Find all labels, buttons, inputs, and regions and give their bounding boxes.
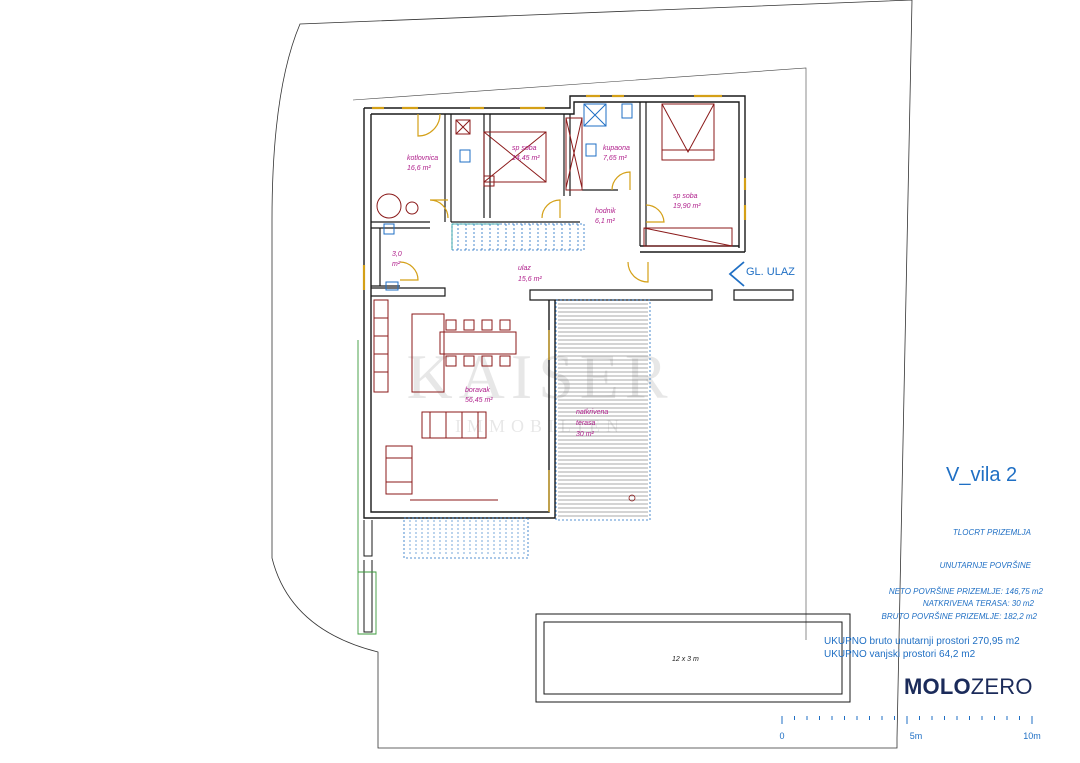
room-wc-area: m² xyxy=(392,261,401,268)
green-boundary xyxy=(357,340,377,635)
room-sp-soba-2-name: sp soba xyxy=(673,193,698,200)
exterior-walls xyxy=(363,95,746,519)
furniture xyxy=(373,103,733,501)
room-hodnik-name: hodnik xyxy=(595,208,616,215)
pool-dimensions: 12 x 3 m xyxy=(672,656,699,663)
watermark-main: KAISER xyxy=(406,341,673,412)
info-neto: NETO POVRŠINE PRIZEMLJE: 146,75 m2 xyxy=(889,587,1044,596)
plan-title: V_vila 2 xyxy=(946,464,1017,486)
watermark-sub: IMMOBILIEN xyxy=(455,416,625,436)
door-swings xyxy=(399,113,665,512)
totals-info: UKUPNO bruto unutarnji prostori 270,95 m… xyxy=(824,636,1020,660)
room-boravak-area: 56,45 m² xyxy=(465,397,493,404)
room-terasa-name-1: natkrivena xyxy=(576,409,608,416)
area-info: TLOCRT PRIZEMLJA UNUTARNJE POVRŠINE NETO… xyxy=(882,528,1044,621)
room-sp-soba-2-area: 19,90 m² xyxy=(673,203,701,210)
stairs xyxy=(451,223,585,251)
room-kupaona-name: kupaona xyxy=(603,145,630,152)
info-bruto: BRUTO POVRŠINE PRIZEMLJE: 182,2 m2 xyxy=(882,612,1038,621)
info-natkrivena: NATKRIVENA TERASA: 30 m2 xyxy=(923,599,1035,608)
room-terasa-name-2: terasa xyxy=(576,420,596,427)
info-heading: TLOCRT PRIZEMLJA xyxy=(953,528,1031,537)
brand-logo: MOLOZERO xyxy=(904,674,1033,700)
entry-steps xyxy=(363,517,529,633)
room-ulaz-area: 15,6 m² xyxy=(518,276,542,283)
windows xyxy=(362,94,747,290)
room-kupaona-area: 7,65 m² xyxy=(603,155,627,162)
brand-bold: MOLO xyxy=(904,674,971,699)
room-sp-soba-1-area: 14,45 m² xyxy=(512,155,540,162)
info-ukupno-vanjski: UKUPNO vanjski prostori 64,2 m2 xyxy=(824,649,976,660)
room-hodnik-area: 6,1 m² xyxy=(595,218,616,225)
room-ulaz-name: ulaz xyxy=(518,265,531,272)
site-inner-boundary xyxy=(352,67,807,640)
info-subheading: UNUTARNJE POVRŠINE xyxy=(940,561,1032,570)
room-kotlovnica-name: kotlovnica xyxy=(407,155,438,162)
room-terasa-area: 30 m² xyxy=(576,431,595,438)
terrace-decking xyxy=(555,299,651,521)
room-labels: kotlovnica 16,6 m² sp soba 14,45 m² kupa… xyxy=(392,145,701,438)
room-wc-name: 3,0 xyxy=(392,251,402,258)
interior-walls xyxy=(371,102,794,301)
room-kotlovnica-area: 16,6 m² xyxy=(407,165,431,172)
scale-mid: 5m xyxy=(910,731,923,741)
scale-bar: 0 5m 10m xyxy=(779,716,1041,741)
scale-zero: 0 xyxy=(779,731,784,741)
watermark: KAISER IMMOBILIEN xyxy=(406,341,673,436)
pool xyxy=(535,613,851,703)
brand-regular: ZERO xyxy=(970,674,1033,699)
room-boravak-name: boravak xyxy=(465,387,490,394)
info-ukupno-bruto: UKUPNO bruto unutarnji prostori 270,95 m… xyxy=(824,636,1020,647)
room-sp-soba-1-name: sp soba xyxy=(512,145,537,152)
entrance-arrow-icon xyxy=(728,261,745,287)
scale-end: 10m xyxy=(1023,731,1041,741)
entrance-label: GL. ULAZ xyxy=(746,266,795,278)
site-boundary xyxy=(271,0,913,749)
